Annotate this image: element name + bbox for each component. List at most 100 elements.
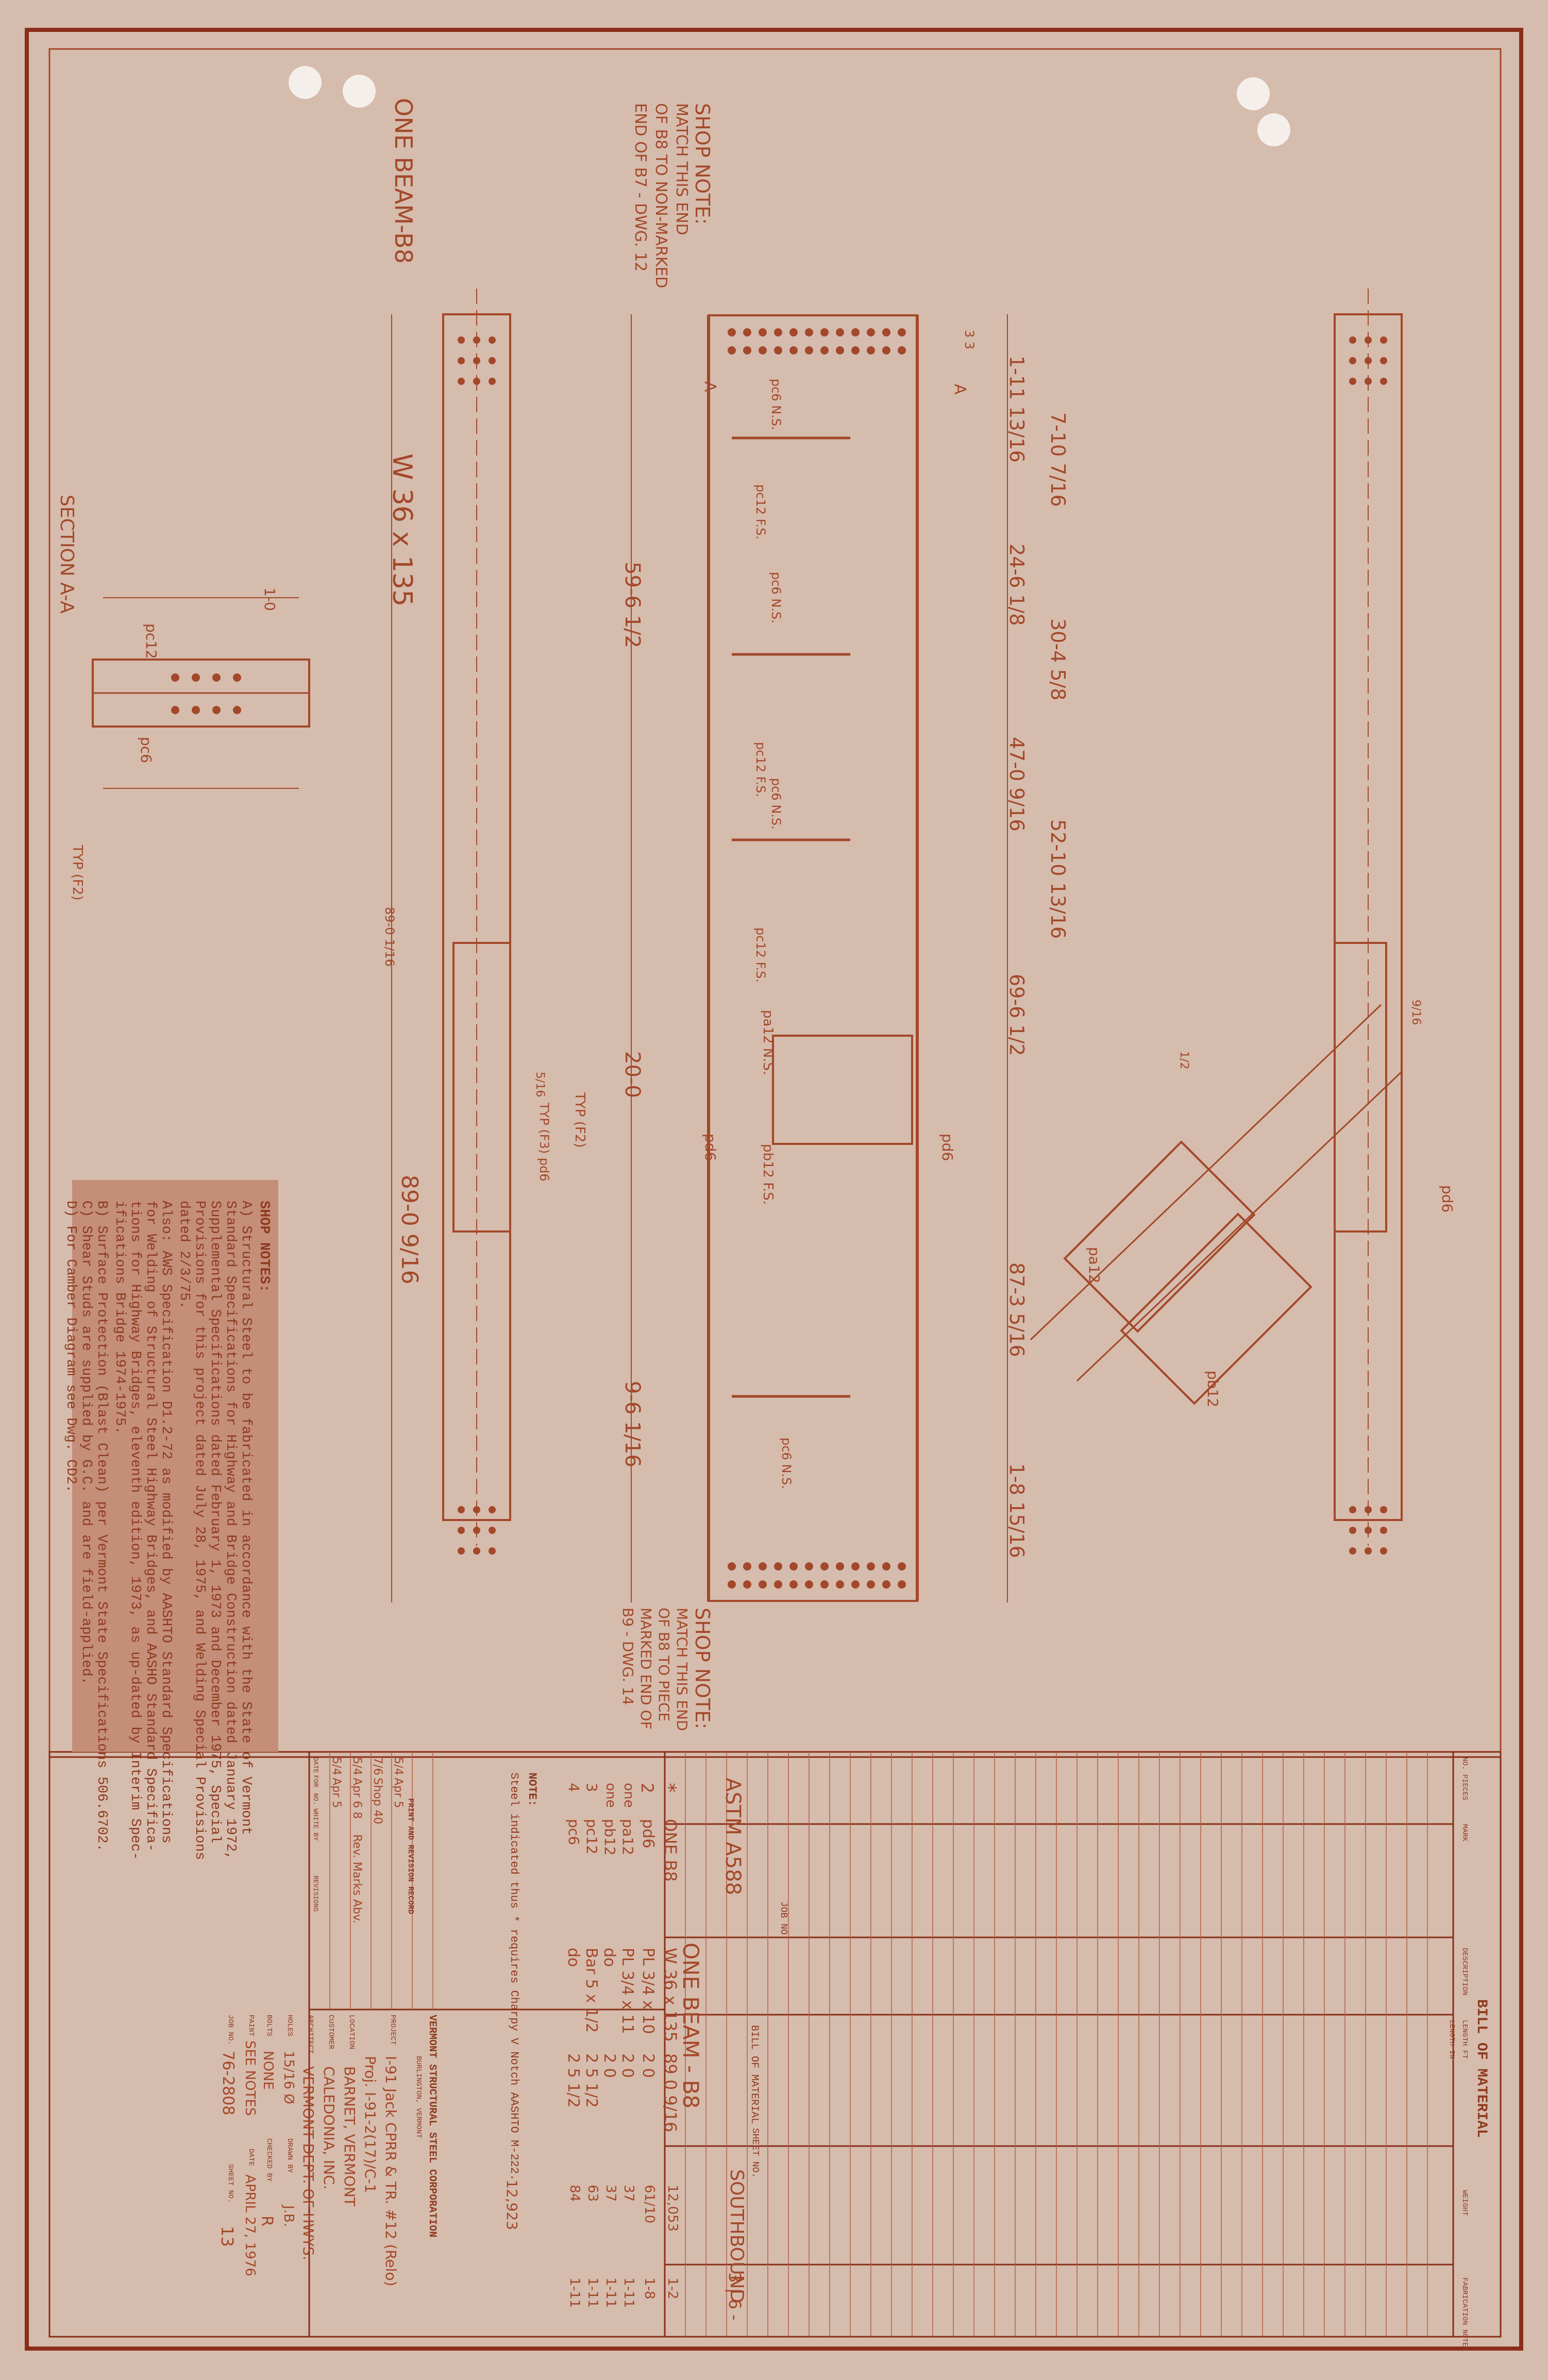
punch-hole bbox=[1237, 77, 1270, 110]
field-label: DRAWN BY bbox=[285, 2138, 294, 2173]
revision-row: 5/4 bbox=[392, 1757, 405, 1776]
part-label: TYP (F2) bbox=[70, 845, 85, 901]
shop-notes-title: SHOP NOTES: bbox=[256, 1201, 272, 1293]
drawn-by-value: J.B. bbox=[281, 2205, 296, 2227]
part-label: pd6 bbox=[702, 1134, 719, 1161]
customer-value: CALEDONIA, INC. bbox=[321, 2066, 338, 2190]
shop-note-bottom-line: MATCH THIS END bbox=[674, 1608, 691, 1731]
shop-note-bottom-line: OF B8 TO PIECE bbox=[655, 1608, 672, 1722]
dimension-label: 20-0 bbox=[620, 1051, 644, 1098]
part-label: 5/16 bbox=[533, 1072, 546, 1098]
bom-cell-desc: Bar 5 x 1/2 bbox=[582, 1948, 600, 2033]
field-label: DATE bbox=[247, 2149, 255, 2166]
shop-note-line: dated 2/3/75. bbox=[176, 1201, 192, 1309]
bom-cell-len: 2 0 bbox=[600, 2053, 618, 2078]
bom-cell-weight: 37 bbox=[621, 2185, 636, 2202]
part-label: pc6 N.S. bbox=[769, 379, 783, 430]
bom-cell-mark: pc6 bbox=[565, 1819, 582, 1845]
bom-cell-note: 1-8 bbox=[642, 2277, 657, 2300]
dimension-label: 24-6 1/8 bbox=[1005, 544, 1028, 626]
beam-title: ONE BEAM-B8 bbox=[390, 98, 417, 264]
dimension-label: 87-3 5/16 bbox=[1005, 1262, 1028, 1357]
holes-value: 15/16 Ø bbox=[281, 2051, 296, 2104]
bom-cell-len: 2 5 1/2 bbox=[582, 2053, 600, 2108]
bom-cell-no: * bbox=[658, 1783, 680, 1793]
punch-hole bbox=[289, 66, 322, 99]
revision-row: 7/6 bbox=[371, 1757, 384, 1776]
rev-col-header: NO. bbox=[312, 1793, 319, 1805]
punch-hole bbox=[343, 75, 376, 108]
field-label: ARCHITECT bbox=[306, 2015, 314, 2054]
bom-col-header: LENGTH IN bbox=[1448, 2020, 1456, 2059]
dimension-label: 52-10 13/16 bbox=[1047, 819, 1069, 939]
bom-cell-len: 2 0 bbox=[639, 2053, 657, 2078]
job-no-value: 76-2808 bbox=[219, 2051, 237, 2116]
shop-note-bottom-line: B9 - DWG. 14 bbox=[619, 1608, 636, 1706]
bom-col-header: WEIGHT bbox=[1460, 2190, 1469, 2216]
section-label: SECTION A-A bbox=[56, 495, 77, 614]
bom-cell-note: 1-11 bbox=[585, 2277, 600, 2308]
bom-cell-len: 2 0 bbox=[618, 2053, 636, 2078]
shop-note-line: ifications Bridge 1974-1975. bbox=[112, 1201, 127, 1434]
rev-col-header: WHITE BY bbox=[312, 1809, 319, 1841]
shop-note-bottom-line: MARKED END OF bbox=[637, 1608, 654, 1730]
part-label: pc6 bbox=[138, 737, 155, 763]
sheet-no-value: 13 bbox=[217, 2226, 237, 2247]
shop-note-top-line: OF B8 TO NON-MARKED bbox=[652, 103, 670, 289]
beam-size: W 36 x 135 bbox=[386, 453, 417, 607]
bom-sheet-no-label: SHEET NO. bbox=[750, 2128, 760, 2179]
revision-row: Apr 5 bbox=[392, 1778, 405, 1809]
bom-col-header: NO. PIECES bbox=[1460, 1757, 1469, 1801]
project-value: I-91 Jack CPRR & TR. #12 (Relo) bbox=[382, 2056, 399, 2287]
revision-row: Rev. Marks Abv. bbox=[350, 1834, 363, 1924]
bom-col-header: LENGTH FT bbox=[1460, 2020, 1469, 2059]
bom-cell-mark: pb12 bbox=[601, 1819, 618, 1856]
bom-cell-note: 1-11 bbox=[621, 2277, 636, 2308]
punch-hole bbox=[1257, 113, 1290, 146]
steel-note-label: NOTE: bbox=[526, 1773, 539, 1807]
bom-cell-note: 1-11 bbox=[567, 2277, 582, 2308]
bom-cell-desc: do bbox=[600, 1948, 618, 1967]
dimension-label: 47-0 9/16 bbox=[1005, 737, 1028, 832]
bom-cell-no: 4 bbox=[565, 1783, 582, 1792]
shop-note-bottom-title: SHOP NOTE: bbox=[691, 1608, 714, 1729]
bom-col-header: MARK bbox=[1460, 1824, 1469, 1842]
bom-job-no-label: JOB NO. bbox=[778, 1901, 788, 1940]
field-label: BOLTS bbox=[265, 2015, 273, 2037]
project-number: Proj. I-91-2(17)/C-1 bbox=[362, 2056, 379, 2193]
dimension-label: 1-11 13/16 bbox=[1005, 356, 1028, 463]
field-label: CUSTOMER bbox=[327, 2015, 335, 2050]
dimension-label: 1-0 bbox=[261, 587, 278, 611]
bom-cell-weight: 37 bbox=[603, 2185, 618, 2202]
bom-cell-weight: 63 bbox=[585, 2185, 600, 2202]
bom-cell-no: one bbox=[621, 1783, 636, 1808]
paint-value: SEE NOTES bbox=[242, 2040, 258, 2116]
field-label: CHECKED BY bbox=[265, 2138, 273, 2182]
revision-row: 5/4 bbox=[330, 1757, 343, 1776]
part-label: pb12 F.S. bbox=[760, 1144, 776, 1205]
bom-cell-desc: PL 3/4 x 11 bbox=[618, 1948, 636, 2034]
steel-note: Steel indicated thus * requires Charpy V… bbox=[508, 1773, 520, 2181]
company-city: BURLINGTON, VERMONT bbox=[414, 2056, 423, 2138]
revision-record-title: PRINT AND REVISION RECORD bbox=[406, 1798, 415, 1915]
architect-value: VERMONT DEPT. OF HWYS. bbox=[300, 2066, 317, 2260]
dimension-label: 7-10 7/16 bbox=[1047, 412, 1069, 507]
bom-cell-desc: W 36 x 135 bbox=[661, 1948, 680, 2042]
dimension-label: 89-0 1/16 bbox=[382, 907, 397, 967]
part-label: pa12 bbox=[1086, 1247, 1103, 1284]
dimension-label: 89-0 9/16 bbox=[396, 1175, 423, 1285]
bom-cell-weight: 84 bbox=[567, 2185, 582, 2202]
part-label: pd6 bbox=[939, 1134, 956, 1161]
part-label: TYP (F2) bbox=[572, 1092, 587, 1148]
part-label: pc6 N.S. bbox=[769, 778, 783, 830]
field-label: PROJECT bbox=[389, 2015, 397, 2045]
part-label: 1/2 bbox=[1177, 1051, 1190, 1070]
bom-cell-desc: PL 3/4 x 10 bbox=[639, 1948, 657, 2034]
bom-cell-note: 1-2 bbox=[665, 2277, 680, 2300]
revision-row: Apr 5 bbox=[330, 1778, 343, 1809]
bom-cell-no: 2 bbox=[637, 1783, 657, 1794]
part-label: 3 3 bbox=[962, 330, 977, 350]
bom-subtitle-label: BILL OF MATERIAL bbox=[748, 2025, 760, 2124]
location-value: BARNET, VERMONT bbox=[341, 2066, 358, 2206]
bom-cell-mark: pa12 bbox=[619, 1819, 636, 1855]
